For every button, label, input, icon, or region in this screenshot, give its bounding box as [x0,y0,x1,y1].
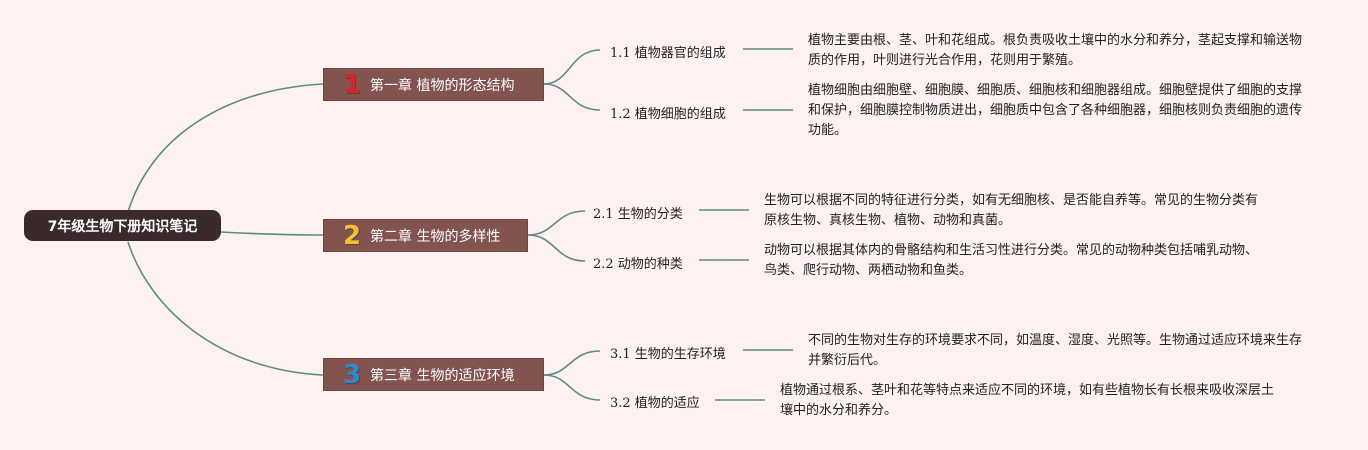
section-2-2-description: 动物可以根据其体内的骨骼结构和生活习性进行分类。常见的动物种类包括哺乳动物、鸟类… [764,243,1259,278]
root-link-ch2 [219,231,324,236]
chapter-2-node[interactable]: 2 第二章 生物的多样性 [323,219,528,252]
root-title: 7年级生物下册知识笔记 [47,218,198,235]
root-link-ch1 [127,83,324,213]
section-1-2-description: 植物细胞由细胞壁、细胞膜、细胞质、细胞核和细胞器组成。细胞壁提供了细胞的支撑和保… [808,83,1303,138]
root-link-ch3 [127,241,324,376]
chapter-3-number: 3 [342,359,362,390]
root-title-node[interactable]: 7年级生物下册知识笔记 [24,210,221,241]
section-1-1-description: 植物主要由根、茎、叶和花组成。根负责吸收土壤中的水分和养分，茎起支撑和输送物质的… [808,33,1303,68]
chapter-1-title: 第一章 植物的形态结构 [370,77,515,94]
section-3-1-description: 不同的生物对生存的环境要求不同，如温度、湿度、光照等。生物通过适应环境来生存并繁… [808,333,1303,368]
section-2-1-label[interactable]: 2.1 生物的分类 [593,207,683,222]
chapter-2-title: 第二章 生物的多样性 [370,228,501,245]
ch3-link-sec1 [543,350,601,376]
section-3-2-label[interactable]: 3.2 植物的适应 [610,396,700,411]
ch2-link-sec1 [527,210,586,236]
chapter-1-number: 1 [342,69,362,100]
section-2-1-description: 生物可以根据不同的特征进行分类，如有无细胞核、是否能自养等。常见的生物分类有原核… [764,193,1259,228]
chapter-1-node[interactable]: 1 第一章 植物的形态结构 [323,68,544,101]
section-1-2-label[interactable]: 1.2 植物细胞的组成 [610,107,726,122]
section-2-2-label[interactable]: 2.2 动物的种类 [593,257,683,272]
ch2-link-sec2 [527,234,586,262]
section-3-1-label[interactable]: 3.1 生物的生存环境 [610,347,726,362]
section-3-2-description: 植物通过根系、茎叶和花等特点来适应不同的环境，如有些植物长有长根来吸收深层土壤中… [780,383,1275,418]
ch3-link-sec2 [543,374,601,401]
ch1-link-sec1 [543,49,601,85]
section-1-1-label[interactable]: 1.1 植物器官的组成 [610,46,726,61]
chapter-3-title: 第三章 生物的适应环境 [370,367,515,384]
chapter-3-node[interactable]: 3 第三章 生物的适应环境 [323,358,544,391]
ch1-link-sec2 [543,83,601,111]
chapter-2-number: 2 [342,220,362,251]
